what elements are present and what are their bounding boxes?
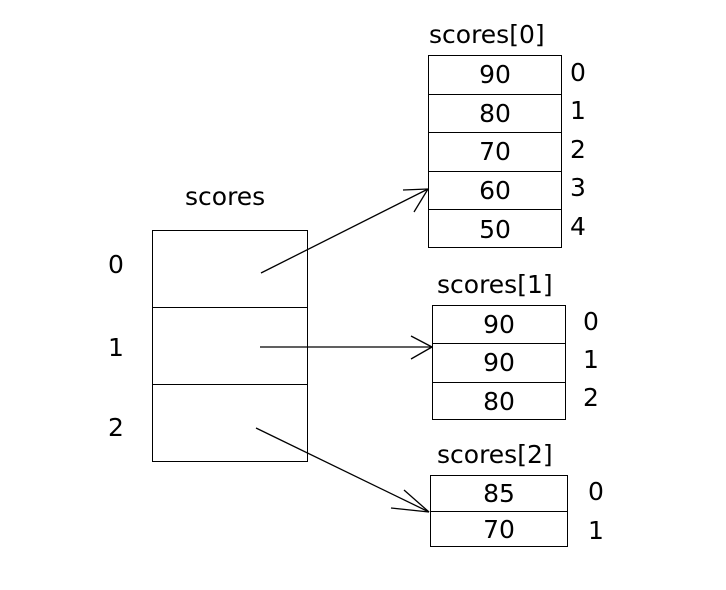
inner-array-0-index-0: 0 — [570, 58, 586, 87]
inner-array-2-title: scores[2] — [437, 440, 553, 469]
inner-array-0-index-1: 1 — [570, 96, 586, 125]
inner-array-0-box: 90 80 70 60 50 — [428, 55, 562, 248]
outer-array-title: scores — [185, 182, 266, 211]
inner-array-0-cell-2[interactable]: 70 — [429, 133, 561, 172]
inner-array-1-cell-1[interactable]: 90 — [433, 344, 565, 383]
outer-row-index-2: 2 — [108, 413, 124, 442]
inner-array-0-index-4: 4 — [570, 212, 586, 241]
inner-array-2-box: 85 70 — [430, 475, 568, 547]
inner-array-2-cell-1[interactable]: 70 — [483, 514, 515, 544]
inner-array-2-index-0: 0 — [588, 477, 604, 506]
inner-array-1-index-1: 1 — [583, 345, 599, 374]
inner-array-0-index-3: 3 — [570, 173, 586, 202]
inner-array-0-cell-4[interactable]: 50 — [479, 215, 511, 245]
inner-array-0-cell-3[interactable]: 60 — [429, 172, 561, 211]
outer-array-cell-0[interactable] — [153, 231, 307, 308]
outer-array-cell-1[interactable] — [153, 308, 307, 385]
inner-array-1-cell-2[interactable]: 80 — [483, 387, 515, 417]
inner-array-1-box: 90 90 80 — [432, 305, 566, 420]
outer-array-cell-2[interactable] — [153, 385, 307, 461]
inner-array-1-index-2: 2 — [583, 383, 599, 412]
inner-array-0-cell-0[interactable]: 90 — [429, 56, 561, 95]
inner-array-0-cell-1[interactable]: 80 — [429, 95, 561, 134]
inner-array-2-index-1: 1 — [588, 516, 604, 545]
inner-array-1-title: scores[1] — [437, 270, 553, 299]
inner-array-1-index-0: 0 — [583, 307, 599, 336]
outer-row-index-0: 0 — [108, 250, 124, 279]
outer-row-index-1: 1 — [108, 333, 124, 362]
inner-array-2-cell-0[interactable]: 85 — [431, 476, 567, 512]
inner-array-0-title: scores[0] — [429, 20, 545, 49]
inner-array-1-cell-0[interactable]: 90 — [433, 306, 565, 345]
inner-array-0-index-2: 2 — [570, 135, 586, 164]
outer-array-box — [152, 230, 308, 462]
